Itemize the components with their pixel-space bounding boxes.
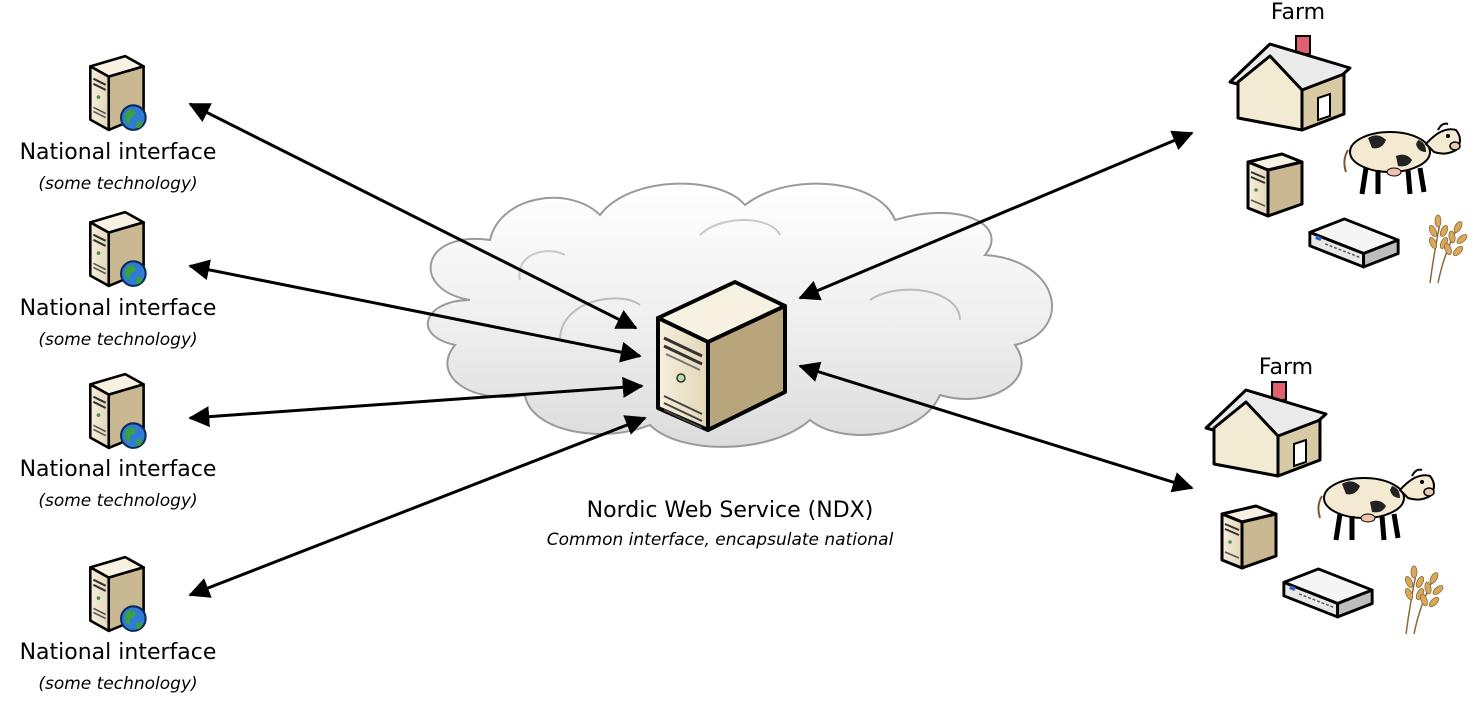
central-label: Nordic Web Service (NDX) [586, 498, 874, 523]
server-globe-icon [89, 372, 147, 450]
server-globe-icon [89, 54, 147, 132]
house-icon [1204, 380, 1328, 478]
small-server-icon [1220, 504, 1278, 570]
national-label-4: National interface [19, 640, 217, 665]
server-tower-icon [656, 280, 787, 432]
arrow-national-2 [188, 259, 642, 363]
national-label-3: National interface [19, 457, 217, 482]
network-switch-icon [1308, 217, 1400, 269]
national-label-1: National interface [19, 140, 217, 165]
network-switch-icon [1282, 567, 1374, 619]
national-sublabel-1: (some technology) [38, 174, 198, 194]
wheat-icon [1426, 214, 1468, 284]
national-sublabel-2: (some technology) [38, 330, 198, 350]
arrow-national-3 [188, 376, 644, 428]
national-sublabel-3: (some technology) [38, 491, 198, 511]
farm-group-2 [1204, 380, 1444, 635]
connection-arrows [188, 102, 1194, 598]
small-server-icon [1246, 152, 1304, 218]
arrow-farm-1 [798, 130, 1194, 301]
national-sublabel-4: (some technology) [38, 674, 198, 694]
farm-label-2: Farm [1258, 355, 1314, 380]
server-globe-icon [89, 210, 147, 288]
farm-group-1 [1228, 34, 1468, 284]
server-globe-icon [89, 555, 147, 633]
cow-icon [1344, 124, 1460, 194]
central-sublabel: Common interface, encapsulate national [546, 530, 894, 550]
farm-label-1: Farm [1270, 0, 1326, 25]
wheat-icon [1402, 565, 1444, 635]
house-icon [1228, 34, 1352, 132]
cow-icon [1318, 470, 1434, 540]
arrow-farm-2 [798, 361, 1194, 493]
national-label-2: National interface [19, 296, 217, 321]
arrow-national-4 [188, 415, 647, 598]
